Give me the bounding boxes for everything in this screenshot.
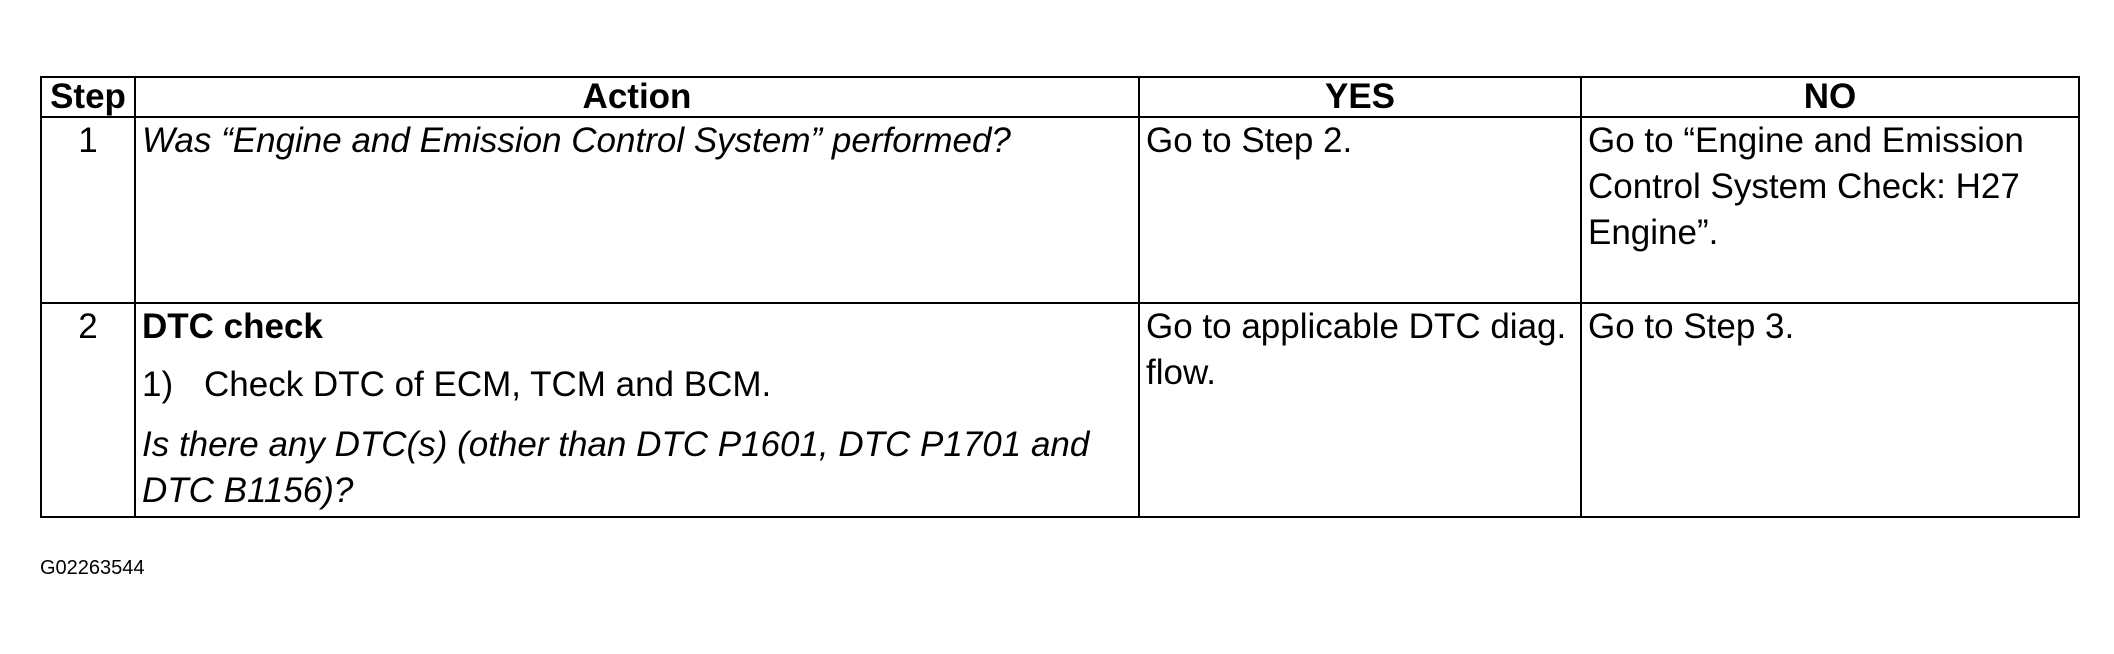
substep-number: 1) <box>142 365 174 404</box>
substep-text: Check DTC of ECM, TCM and BCM. <box>204 365 772 404</box>
action-substep: 1) Check DTC of ECM, TCM and BCM. <box>142 362 1132 408</box>
yes-result: Go to Step 2. <box>1138 116 1582 304</box>
table-row: 2 DTC check 1) Check DTC of ECM, TCM and … <box>40 302 2080 518</box>
action-title: DTC check <box>142 307 323 346</box>
table-row: 1 Was “Engine and Emission Control Syste… <box>40 116 2080 304</box>
header-action: Action <box>134 76 1140 118</box>
step-number: 2 <box>40 302 136 518</box>
no-result: Go to “Engine and Emission Control Syste… <box>1580 116 2080 304</box>
yes-result: Go to applicable DTC diag. flow. <box>1138 302 1582 518</box>
header-no: NO <box>1580 76 2080 118</box>
step-number: 1 <box>40 116 136 304</box>
action-question: Was “Engine and Emission Control System”… <box>134 116 1140 304</box>
action-cell: DTC check 1) Check DTC of ECM, TCM and BC… <box>134 302 1140 518</box>
diagnostic-table: Step Action YES NO 1 Was “Engine and Emi… <box>40 76 2080 518</box>
table-header-row: Step Action YES NO <box>40 76 2080 118</box>
header-yes: YES <box>1138 76 1582 118</box>
figure-id: G02263544 <box>40 557 145 579</box>
header-step: Step <box>40 76 136 118</box>
no-result: Go to Step 3. <box>1580 302 2080 518</box>
action-question: Is there any DTC(s) (other than DTC P160… <box>142 425 1090 510</box>
